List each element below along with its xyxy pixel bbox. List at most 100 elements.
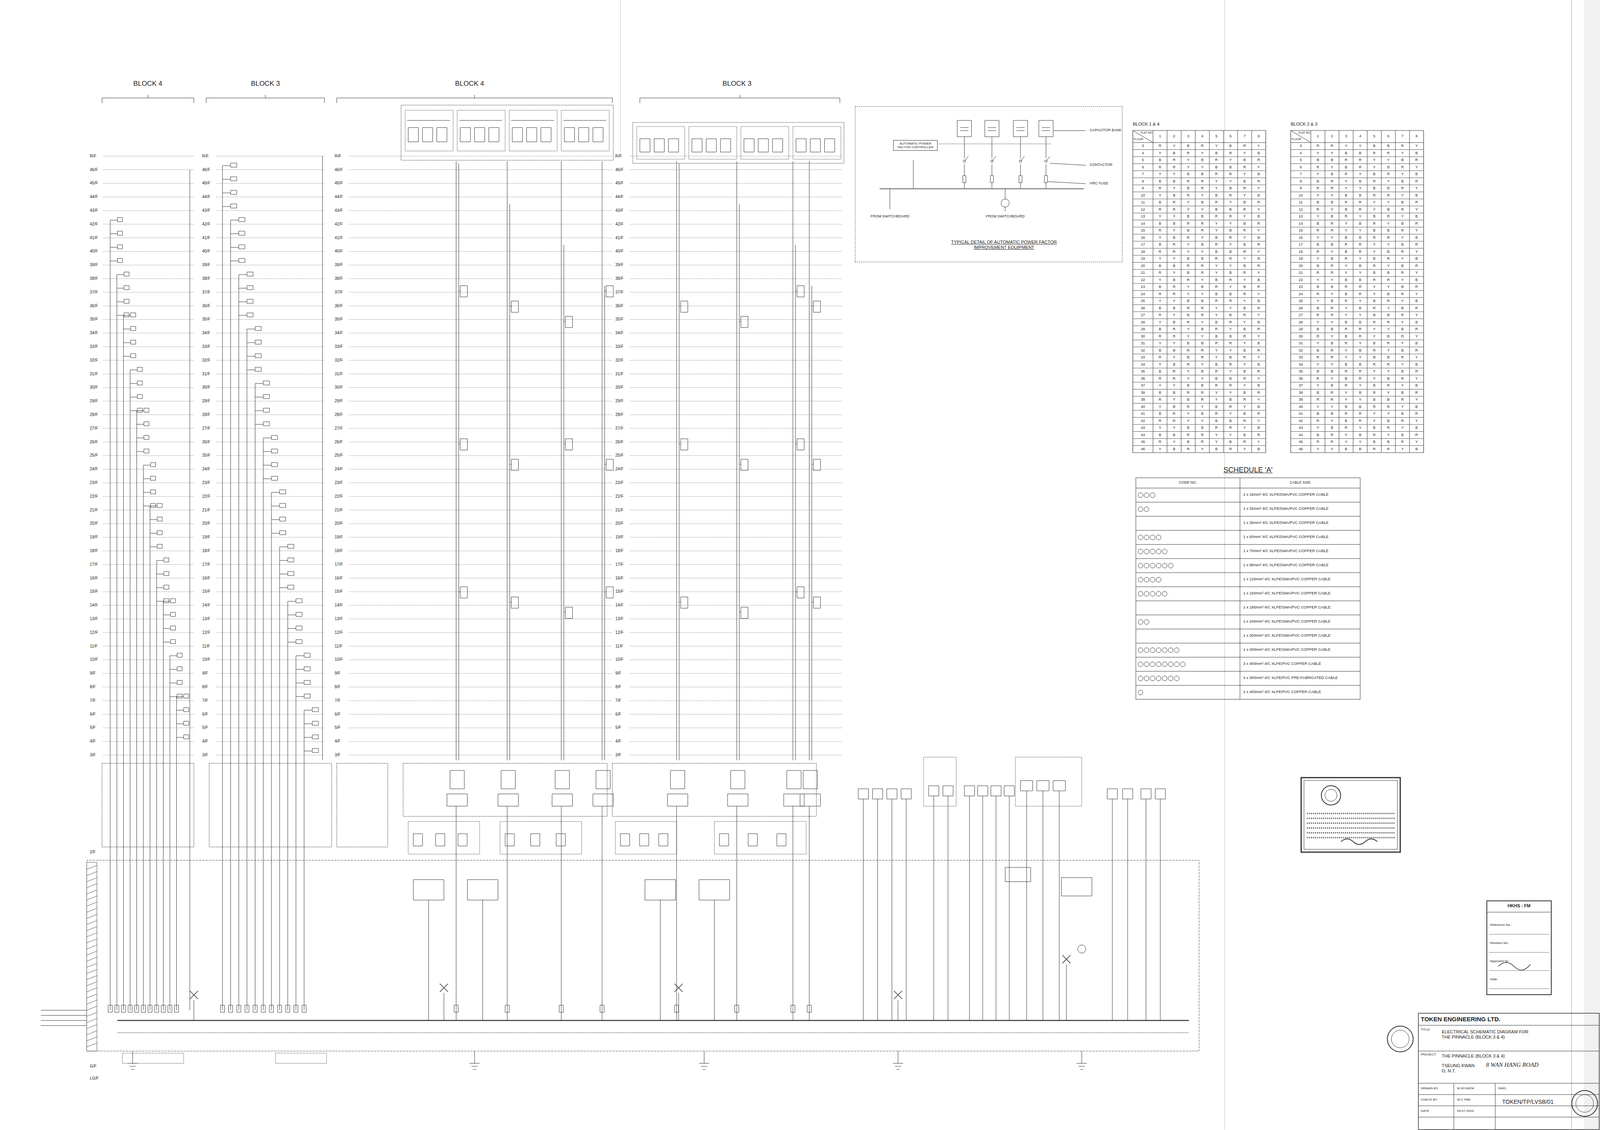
table-cell: B	[1353, 193, 1368, 198]
table-cell: Y	[1251, 270, 1266, 275]
table-cell: Y	[1339, 186, 1354, 191]
table-cell: B	[1237, 179, 1252, 184]
table-cell: Y	[1395, 151, 1410, 156]
table-cell: R	[1324, 228, 1340, 233]
table-cell: Y	[1195, 207, 1210, 212]
table-cell: Y	[1251, 439, 1266, 444]
table-cell: R	[1152, 207, 1168, 212]
table-cell: R	[1395, 165, 1410, 170]
table-cell: Y	[1223, 432, 1238, 437]
table-cell: B	[1409, 447, 1424, 452]
table-cell: R	[1209, 157, 1224, 162]
table-cell: Y	[1324, 320, 1340, 325]
table-header: 5	[1367, 134, 1382, 139]
table-cell: B	[1195, 298, 1210, 303]
table-cell: B	[1237, 432, 1252, 437]
table-cell: R	[1395, 376, 1410, 381]
table-cell: Y	[1353, 341, 1368, 346]
floor-label: 4/F	[334, 738, 347, 744]
table-cell: R	[1181, 362, 1196, 367]
table-cell: R	[1310, 207, 1325, 212]
table-cell: Y	[1353, 214, 1368, 219]
floor-label: 22/F	[615, 494, 628, 499]
title-value: W C FAN	[1457, 1097, 1494, 1102]
table-cell: Y	[1167, 341, 1182, 346]
table-cell: 30	[1290, 334, 1311, 339]
table-cell: B	[1251, 362, 1266, 367]
floor-label: 46/F	[89, 167, 102, 173]
floor-label: 19/F	[615, 534, 628, 540]
table-cell: Y	[1237, 404, 1252, 409]
table-cell: B	[1395, 157, 1410, 162]
table-cell: 21	[1290, 270, 1311, 275]
table-cell: 43	[1132, 425, 1153, 430]
floor-label: 43/F	[334, 208, 347, 214]
floor-label: 22/F	[334, 494, 347, 499]
table-cell: Y	[1209, 390, 1224, 395]
table-cell: B	[1367, 186, 1382, 191]
project-name: THE PINNACLE (BLOCK 3 & 4)	[1441, 1053, 1523, 1059]
table-cell: R	[1209, 171, 1224, 176]
floor-label: 28/F	[334, 412, 347, 418]
table-cell: Y	[1195, 291, 1210, 296]
table-cell: 9	[1132, 186, 1153, 191]
table-cell: R	[1381, 383, 1396, 388]
table-cell: R	[1223, 277, 1238, 282]
table-cell: R	[1395, 334, 1410, 339]
table-cell: R	[1353, 327, 1368, 332]
floor-label: 46/F	[615, 167, 628, 173]
table-header: FLOOR	[1291, 137, 1302, 141]
table-cell: R	[1167, 157, 1182, 162]
table-header: 3	[1339, 134, 1354, 139]
table-cell: R	[1310, 228, 1325, 233]
table-cell: Y	[1195, 151, 1210, 156]
table-cell: R	[1152, 355, 1168, 360]
table-cell: R	[1167, 327, 1182, 332]
table-cell: B	[1223, 376, 1238, 381]
floor-label: 8/F	[89, 684, 102, 690]
table-cell: B	[1310, 327, 1325, 332]
table-cell: Y	[1409, 270, 1424, 275]
table-cell: Y	[1195, 277, 1210, 282]
table-cell: Y	[1409, 397, 1424, 402]
floor-label: 26/F	[202, 439, 215, 445]
table-cell: R	[1152, 376, 1168, 381]
table-cell: R	[1310, 355, 1325, 360]
table-cell: Y	[1310, 171, 1325, 176]
table-cell: 28	[1290, 320, 1311, 325]
table-cell: Y	[1167, 143, 1182, 148]
table-cell: Y	[1395, 277, 1410, 282]
table-cell: Y	[1195, 235, 1210, 240]
table-cell: R	[1167, 165, 1182, 170]
floor-label: R/F	[334, 153, 347, 159]
table-cell: B	[1181, 397, 1196, 402]
table-cell: Y	[1409, 143, 1424, 148]
table-cell: B	[1367, 425, 1382, 430]
table-cell: R	[1195, 397, 1210, 402]
table-cell: 10	[1132, 193, 1153, 198]
table-cell: Y	[1367, 284, 1382, 289]
table-cell: R	[1324, 390, 1340, 395]
floor-label: 37/F	[615, 289, 628, 295]
controller-box: AUTOMATIC POWER FACTOR CONTROLLER	[893, 140, 938, 151]
table-cell: B	[1209, 235, 1224, 240]
floor-label: 2/F	[89, 849, 102, 855]
table-cell: B	[1167, 432, 1182, 437]
table-cell: B	[1395, 263, 1410, 268]
floor-label: 20/F	[89, 521, 102, 526]
table-header: 6	[1381, 134, 1396, 139]
floor-label: 40/F	[334, 248, 347, 254]
floor-label: 28/F	[202, 412, 215, 418]
table-cell: R	[1324, 439, 1340, 444]
table-cell: R	[1381, 277, 1396, 282]
table-cell: R	[1223, 383, 1238, 388]
table-cell: R	[1195, 348, 1210, 353]
table-cell: R	[1310, 376, 1325, 381]
table-cell: B	[1251, 256, 1266, 261]
table-cell: B	[1195, 157, 1210, 162]
table-cell: R	[1367, 432, 1382, 437]
table-cell: R	[1181, 179, 1196, 184]
company-name: TOKEN ENGINEERING LTD.	[1420, 1015, 1542, 1023]
floor-label: 30/F	[334, 384, 347, 390]
table-cell: Y	[1339, 348, 1354, 353]
